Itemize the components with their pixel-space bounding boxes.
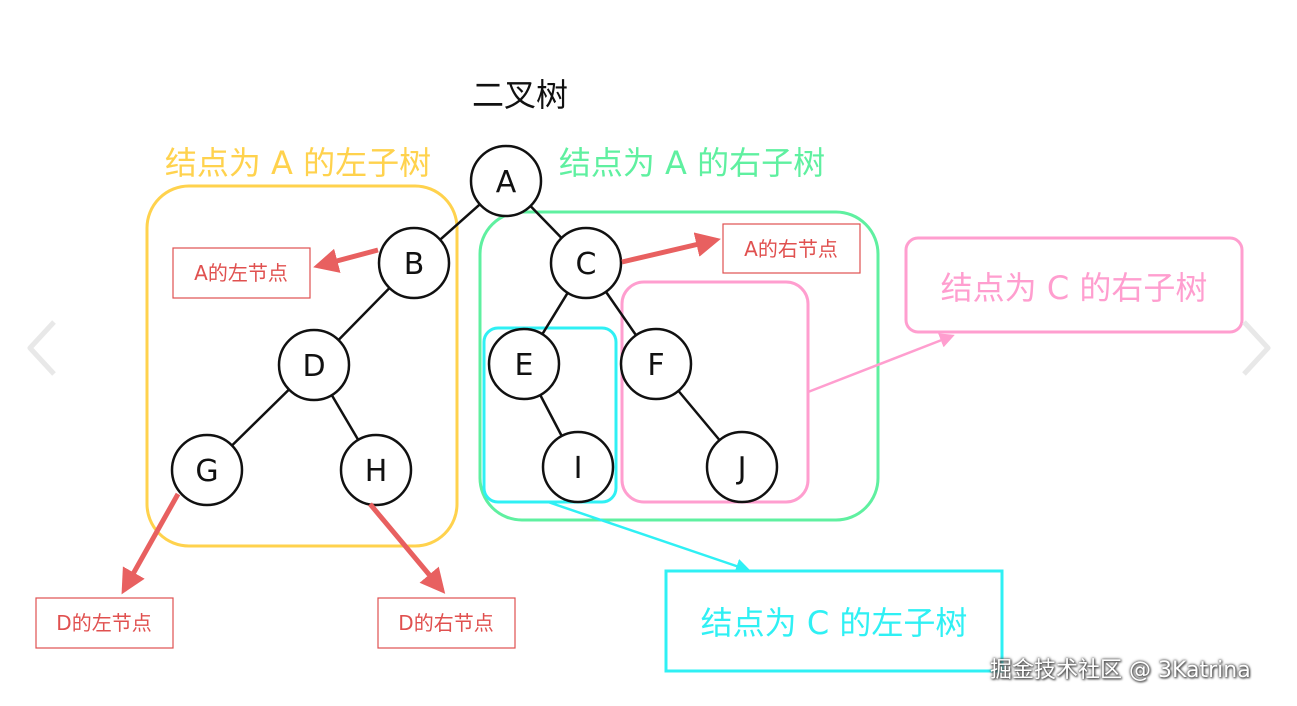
tree-node-label: B	[404, 247, 425, 282]
tree-edge-c-e	[541, 292, 569, 335]
node-label-d-right: D的右节点	[398, 611, 493, 635]
node-label-a-left: A的左节点	[194, 261, 288, 285]
arrow-a-right	[621, 232, 721, 265]
node-label-box-a-left	[172, 247, 311, 299]
tree-edge-b-d	[337, 287, 391, 341]
tree-node-label: D	[302, 349, 325, 384]
node-label-box-d-right	[377, 597, 516, 649]
tree-node-c: C	[549, 226, 623, 300]
tree-node-label: J	[736, 451, 747, 486]
tree-edge-d-g	[231, 388, 290, 447]
tree-node-circle	[170, 433, 244, 507]
arrow-right-subtree-c	[807, 333, 955, 394]
tree-node-label: A	[496, 165, 517, 200]
tree-node-label: G	[195, 454, 218, 489]
tree-edge-d-h	[330, 394, 360, 441]
callout-left-subtree-c: 结点为 C 的左子树	[701, 604, 968, 642]
tree-node-b: B	[377, 226, 451, 300]
tree-node-label: F	[647, 348, 664, 383]
tree-node-circle	[377, 226, 451, 300]
tree-node-a: A	[469, 144, 543, 218]
tree-edge-c-f	[604, 291, 638, 336]
arrow-d-left	[121, 492, 181, 595]
tree-node-j: J	[705, 430, 779, 504]
tree-node-circle	[487, 327, 561, 401]
tree-edge-e-i	[539, 394, 563, 437]
tree-node-g: G	[170, 433, 244, 507]
arrow-a-left	[313, 247, 379, 273]
tree-edge-a-b	[439, 203, 481, 241]
tree-node-circle	[277, 328, 351, 402]
tree-node-label: H	[365, 454, 388, 489]
region-left-subtree-a	[145, 184, 459, 548]
callout-box-left-subtree-c	[664, 569, 1004, 673]
tree-node-e: E	[487, 327, 561, 401]
tree-node-f: F	[619, 327, 693, 401]
tree-node-label: I	[574, 451, 583, 486]
diagram-title: 二叉树	[472, 76, 568, 114]
tree-node-circle	[469, 144, 543, 218]
watermark: 掘金技术社区 @ 3Katrina	[990, 658, 1251, 683]
arrow-d-right	[368, 502, 446, 594]
tree-edges	[231, 203, 721, 447]
tree-edge-a-c	[529, 205, 563, 239]
node-label-d-left: D的左节点	[56, 611, 151, 635]
tree-node-i: I	[541, 430, 615, 504]
tree-node-circle	[619, 327, 693, 401]
tree-node-label: C	[576, 247, 597, 282]
arrow-left-subtree-c	[547, 500, 751, 574]
tree-node-d: D	[277, 328, 351, 402]
tree-node-h: H	[339, 433, 413, 507]
callout-box-right-subtree-c	[904, 236, 1244, 334]
node-label-a-right: A的右节点	[744, 237, 838, 261]
tree-node-circle	[549, 226, 623, 300]
label-right-subtree-a: 结点为 A 的右子树	[559, 144, 825, 182]
chevron-right-icon[interactable]	[1236, 318, 1276, 378]
tree-node-circle	[339, 433, 413, 507]
tree-nodes: A B C D E F G H I J	[170, 144, 779, 507]
chevron-left-icon[interactable]	[22, 318, 62, 378]
callout-right-subtree-c: 结点为 C 的右子树	[941, 269, 1208, 307]
tree-node-circle	[541, 430, 615, 504]
label-left-subtree-a: 结点为 A 的左子树	[165, 144, 431, 182]
tree-node-label: E	[515, 348, 534, 383]
tree-edge-f-j	[677, 390, 721, 441]
node-label-box-d-left	[35, 597, 174, 649]
tree-node-circle	[705, 430, 779, 504]
node-label-box-a-right	[722, 223, 861, 274]
